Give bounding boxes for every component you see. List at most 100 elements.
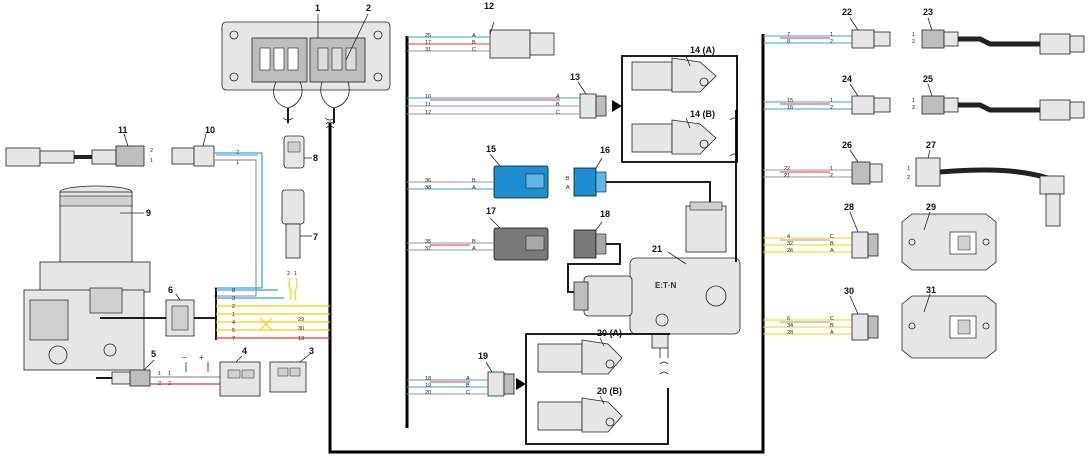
connector-7	[281, 189, 312, 259]
wire-13-12: 12	[425, 110, 431, 116]
connector-30	[849, 295, 879, 341]
connector-5	[111, 359, 155, 387]
sensor-27	[915, 149, 1065, 227]
wire-26-21: 21	[784, 173, 790, 179]
callout-26: 26	[842, 140, 852, 150]
wire-6-30: 30	[298, 326, 304, 332]
wire-6-13: 13	[298, 336, 304, 342]
wire-15-36: 36	[425, 178, 431, 184]
wire-13-11: 11	[425, 102, 431, 108]
eaton-logo: E:T·N	[655, 281, 677, 290]
callout-22: 22	[842, 7, 852, 17]
connector-6-wires	[216, 289, 330, 339]
pin-12-b: B	[472, 40, 476, 46]
callout-5: 5	[151, 349, 156, 359]
pin-17-a: A	[472, 246, 476, 252]
pin-19-a: A	[466, 376, 470, 382]
wire-19-18: 18	[425, 376, 431, 382]
pin-19-b: B	[466, 383, 470, 389]
callout-6: 6	[168, 285, 173, 295]
transmission-actuator	[23, 185, 151, 371]
speed-sensor-25	[921, 83, 1085, 121]
connector-19	[485, 361, 515, 397]
callout-20a: 20 (A)	[597, 328, 622, 338]
pin-25-2: 2	[912, 105, 915, 111]
wire-24-16: 16	[787, 105, 793, 111]
wire-15-38: 38	[425, 185, 431, 191]
callout-18: 18	[600, 209, 610, 219]
plus-label: +	[199, 353, 204, 362]
connector-10	[171, 133, 215, 167]
pin-7-2: 2	[287, 271, 290, 277]
callout-27: 27	[926, 140, 936, 150]
pin-13-c: C	[556, 110, 560, 116]
callout-12: 12	[484, 1, 494, 11]
callout-17: 17	[486, 206, 496, 216]
pin-19-c: C	[466, 390, 470, 396]
callout-29: 29	[926, 202, 936, 212]
wire-6-1: 1	[232, 312, 235, 318]
callout-11: 11	[118, 125, 128, 135]
callout-9: 9	[146, 208, 151, 218]
wire-30-34: 34	[787, 323, 793, 329]
sensor-20b	[537, 395, 623, 433]
wire-12-25: 25	[425, 33, 431, 39]
pin-5-1: 1	[158, 371, 161, 377]
connector-17	[489, 217, 549, 261]
module-31	[901, 293, 997, 359]
speed-sensor-23	[921, 17, 1085, 55]
pin-30-a: A	[830, 330, 834, 336]
pin-11-2: 2	[150, 148, 153, 154]
pin-23-1: 1	[912, 32, 915, 38]
wire-13-10: 10	[425, 94, 431, 100]
callout-20b: 20 (B)	[597, 386, 622, 396]
pin-28-a: A	[830, 248, 834, 254]
pin-11-1: 1	[150, 158, 153, 164]
pin-30-c: C	[830, 316, 834, 322]
callout-30: 30	[844, 286, 854, 296]
sensor-14b	[631, 117, 717, 155]
pin-24-2: 2	[830, 105, 833, 111]
callout-1: 1	[315, 3, 320, 13]
wire-6-5: 5	[232, 328, 235, 334]
connector-6	[165, 293, 195, 337]
sensor-20a	[537, 337, 623, 375]
pin-30-b: B	[830, 323, 834, 329]
connector-12	[489, 21, 555, 59]
connector-18	[573, 221, 607, 259]
callout-8: 8	[313, 153, 318, 163]
callout-25: 25	[923, 74, 933, 84]
pin-27-1: 1	[907, 166, 910, 172]
shift-actuator-21	[573, 201, 741, 349]
callout-28: 28	[844, 202, 854, 212]
wire-24-15: 15	[787, 98, 793, 104]
pin-16-b: B	[566, 176, 570, 182]
wire-30-28: 28	[787, 330, 793, 336]
callout-10: 10	[205, 125, 215, 135]
wire-6-3: 3	[232, 296, 235, 302]
connector-28	[849, 211, 879, 259]
connector-16	[573, 157, 607, 197]
pin-17-b: B	[472, 239, 476, 245]
callout-7: 7	[313, 232, 318, 242]
callout-2: 2	[366, 3, 371, 13]
wire-10-gray	[214, 159, 257, 297]
pin-25-1: 1	[912, 98, 915, 104]
wire-17-37: 37	[425, 246, 431, 252]
wire-10-1: 1	[236, 160, 239, 166]
ecu-module	[221, 13, 391, 123]
callout-15: 15	[486, 144, 496, 154]
pin-26-1: 1	[830, 166, 833, 172]
connector-13	[577, 81, 607, 119]
pin-13-a: A	[556, 94, 560, 100]
wire-6-2: 2	[232, 304, 235, 310]
wire-5-1: 1	[168, 371, 171, 377]
pin-15-a: A	[472, 185, 476, 191]
pin-12-a: A	[472, 33, 476, 39]
speed-sensor-11	[5, 133, 145, 167]
wire-22-7: 7	[787, 32, 790, 38]
pin-22-2: 2	[830, 39, 833, 45]
power-connector-4	[219, 355, 261, 397]
wire-28-4: 4	[787, 234, 790, 240]
wire-17-35: 35	[425, 239, 431, 245]
